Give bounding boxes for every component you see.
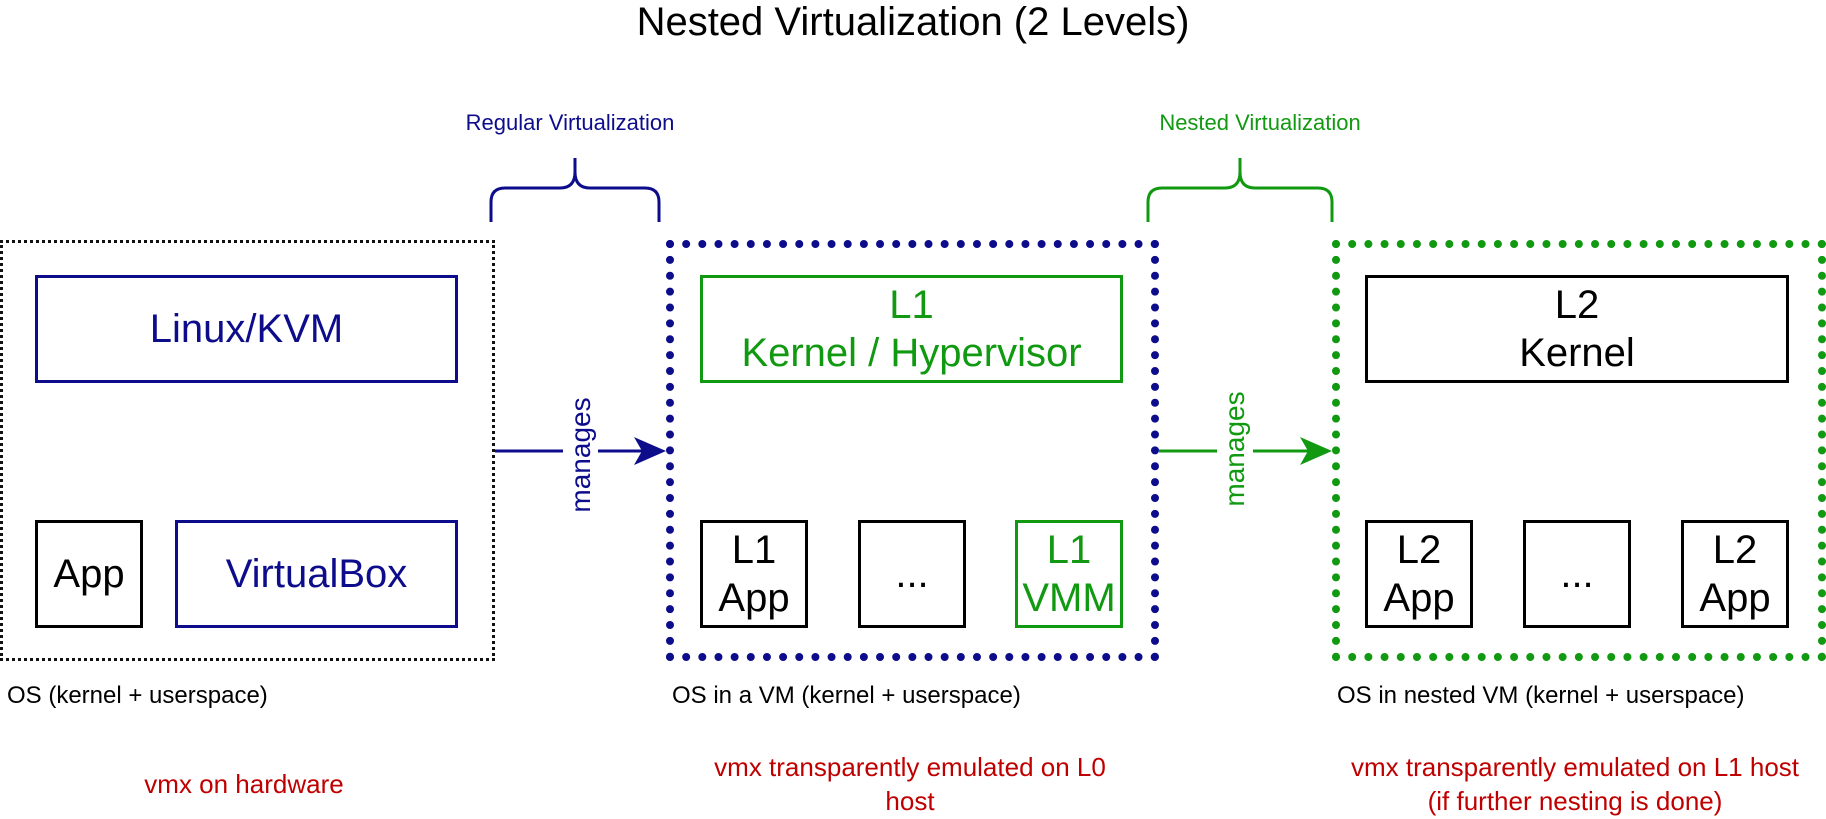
- l2-app-box-1: L2 App: [1365, 520, 1473, 628]
- l1-ellipsis-label: ...: [895, 552, 929, 596]
- nested-virtualization-label: Nested Virtualization: [1159, 110, 1361, 135]
- regular-virtualization-label: Regular Virtualization: [465, 110, 675, 135]
- l2-kernel-label: L2 Kernel: [1519, 283, 1635, 375]
- host-vmx-note: vmx on hardware: [144, 769, 344, 799]
- linux-kvm-label: Linux/KVM: [149, 307, 344, 351]
- host-os-caption: OS (kernel + userspace): [7, 682, 268, 709]
- virtualbox-label: VirtualBox: [225, 552, 408, 596]
- l1-vm-container: [666, 240, 1159, 661]
- l1-os-caption: OS in a VM (kernel + userspace): [672, 682, 1021, 709]
- manages-label-1: manages: [565, 397, 596, 513]
- manages-arrow-2-head: [1300, 437, 1332, 465]
- l2-app-box-2: L2 App: [1681, 520, 1789, 628]
- l2-app-label-2: L2 App: [1699, 528, 1771, 620]
- l2-os-caption: OS in nested VM (kernel + userspace): [1337, 682, 1745, 709]
- host-os-container: [0, 240, 495, 661]
- host-app-box: App: [35, 520, 143, 628]
- l1-kernel-hypervisor-label: L1 Kernel / Hypervisor: [741, 283, 1082, 375]
- l1-vmm-label: L1 VMM: [1022, 528, 1116, 620]
- linux-kvm-box: Linux/KVM: [35, 275, 458, 383]
- l2-app-label-1: L2 App: [1383, 528, 1455, 620]
- host-app-label: App: [53, 552, 125, 596]
- l2-ellipsis-box: ...: [1523, 520, 1631, 628]
- l2-vmx-note: vmx transparently emulated on L1 host (i…: [1350, 752, 1800, 816]
- l1-vmm-box: L1 VMM: [1015, 520, 1123, 628]
- l1-app-label: L1 App: [718, 528, 790, 620]
- manages-arrow-1-head: [634, 437, 666, 465]
- l1-ellipsis-box: ...: [858, 520, 966, 628]
- l1-app-box: L1 App: [700, 520, 808, 628]
- l2-kernel-box: L2 Kernel: [1365, 275, 1789, 383]
- manages-label-2: manages: [1219, 391, 1250, 507]
- l1-kernel-hypervisor-box: L1 Kernel / Hypervisor: [700, 275, 1123, 383]
- l2-ellipsis-label: ...: [1560, 552, 1594, 596]
- nested-virtualization-brace: [1146, 158, 1334, 222]
- diagram-title: Nested Virtualization (2 Levels): [636, 0, 1190, 44]
- l2-nested-vm-container: [1332, 240, 1826, 661]
- l1-vmx-note: vmx transparently emulated on L0 host: [714, 752, 1106, 816]
- virtualbox-box: VirtualBox: [175, 520, 458, 628]
- regular-virtualization-brace: [489, 158, 661, 222]
